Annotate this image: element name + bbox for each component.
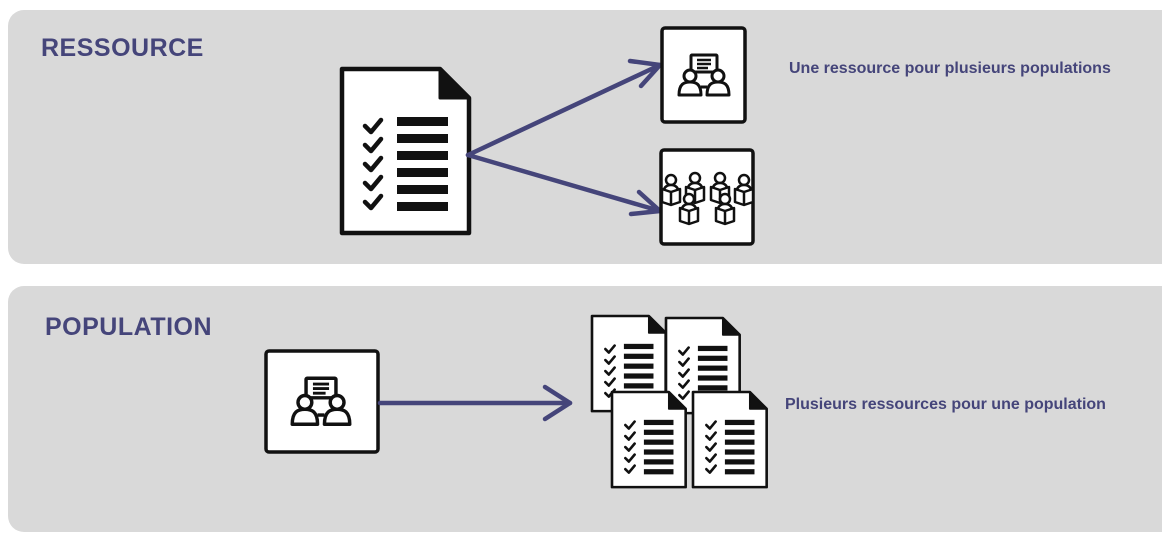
two-people-at-board-icon bbox=[660, 26, 747, 124]
arrow-to-pair bbox=[465, 62, 663, 158]
ressource-panel bbox=[8, 10, 1162, 264]
group-of-people-reading-icon bbox=[659, 148, 755, 246]
population-caption: Plusieurs ressources pour une population bbox=[785, 396, 1106, 413]
checklist-document-icon bbox=[610, 390, 687, 489]
arrow-to-group bbox=[465, 152, 663, 214]
ressource-caption: Une ressource pour plusieurs populations bbox=[789, 60, 1111, 77]
arrowhead-to-documents bbox=[542, 384, 573, 422]
population-panel bbox=[8, 286, 1162, 532]
checklist-document-icon bbox=[691, 390, 768, 489]
checklist-document-icon bbox=[342, 69, 469, 233]
ressource-heading: RESSOURCE bbox=[41, 34, 204, 62]
population-heading: POPULATION bbox=[45, 313, 213, 341]
arrowhead-to-pair bbox=[627, 58, 663, 89]
two-people-at-board-icon bbox=[264, 349, 380, 454]
